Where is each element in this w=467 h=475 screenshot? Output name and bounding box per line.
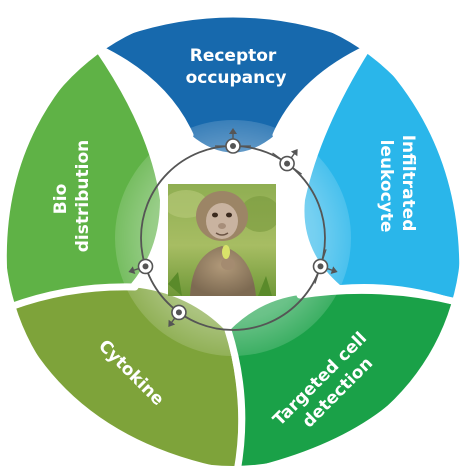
monkey-image: [168, 184, 276, 296]
target-arrow-icon: [312, 249, 338, 284]
label-infiltrated-leukocyte: Infiltrated leukocyte: [376, 135, 418, 238]
center-photo: [168, 184, 276, 296]
segment-receptor-occupancy: [100, 17, 366, 153]
target-arrow-icon: [128, 258, 154, 275]
label-bio-distribution: Bio distribution: [51, 140, 93, 252]
target-arrow-icon: [215, 128, 251, 154]
segment-dividers: [6, 44, 461, 475]
label-receptor-occupancy: Receptor occupancy: [186, 46, 287, 88]
target-arrow-icon: [168, 304, 187, 327]
ring-nodes: [128, 128, 338, 327]
target-arrow-icon: [272, 149, 302, 175]
